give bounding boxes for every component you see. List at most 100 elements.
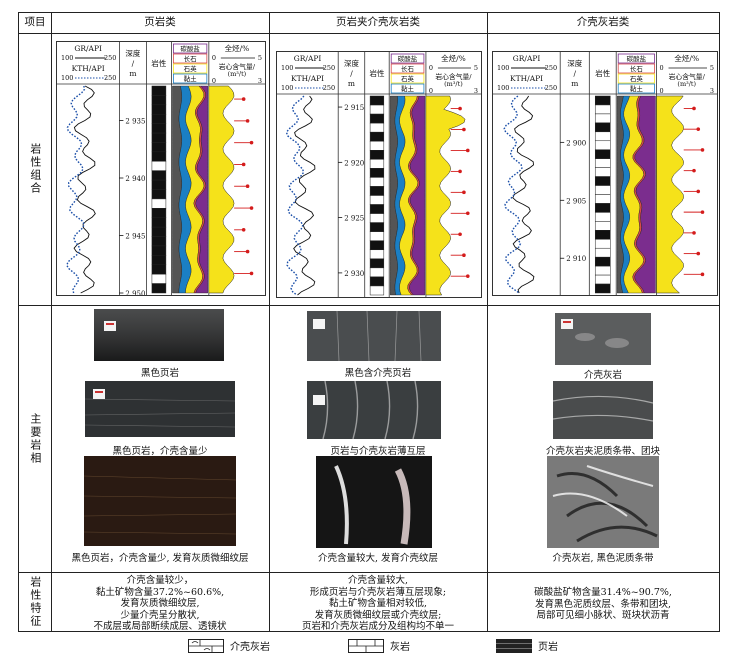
depth-label: / (573, 69, 576, 78)
core-min: 0 (429, 87, 433, 95)
lith-bed (594, 203, 611, 213)
depth-tick-label: 2 915 (344, 104, 364, 112)
lith-bed (151, 255, 167, 266)
gas-min: 0 (660, 64, 664, 72)
mineral-label: 黏土 (630, 84, 644, 93)
lith-bed (151, 85, 167, 96)
gas-label: 全烃/% (441, 53, 466, 63)
lith-bed (369, 168, 385, 178)
thin-section-c2 (316, 456, 432, 548)
gas-max: 5 (474, 64, 478, 72)
lith-bed (369, 131, 385, 142)
gas-min: 0 (429, 64, 433, 72)
depth-tick-label: 2 945 (125, 233, 145, 241)
depth-tick-label: 2 920 (344, 159, 364, 167)
lith-bed (369, 159, 385, 169)
mineral-area-carbonate (634, 95, 656, 294)
lith-bed (369, 113, 385, 124)
lith-bed (151, 245, 167, 256)
gas-area (425, 95, 466, 296)
core-photo-interbed (307, 381, 441, 439)
core-gas-point (465, 211, 470, 216)
core-unit: (m³/t) (677, 80, 696, 88)
shale-pattern-icon (496, 638, 532, 653)
lith-bed (151, 113, 167, 124)
lith-bed (594, 256, 611, 267)
core-gas-point (249, 140, 254, 145)
thin-section-c1 (84, 456, 236, 546)
lith-bed (369, 240, 385, 251)
legend-label: 介壳灰岩 (230, 642, 270, 653)
gas-label: 全烃/% (674, 53, 699, 63)
gr-max: 250 (545, 64, 557, 72)
kth-min: 100 (281, 84, 293, 92)
kth-max: 250 (323, 84, 335, 92)
mineral-legend-box (173, 73, 208, 84)
legend-label: 页岩 (538, 642, 558, 653)
gr-label: GR/API (513, 54, 541, 63)
row-main-lithofacies: 主要岩相 (28, 412, 42, 465)
core-gas-point (462, 253, 466, 257)
core-min: 0 (660, 87, 664, 95)
lith-bed (594, 113, 611, 124)
depth-label: 深度 (567, 58, 582, 68)
lith-bed (369, 150, 385, 160)
mineral-label: 石英 (401, 74, 415, 83)
mineral-label: 碳酸盐 (627, 54, 647, 63)
lith-bed (151, 264, 167, 275)
gr-curve (512, 95, 535, 294)
mineral-label: 黏土 (401, 84, 415, 93)
feature-line: 介壳含量较少， (126, 575, 194, 586)
core-gas-point (458, 106, 462, 111)
core-photo-shell-limestone (555, 313, 651, 365)
limestone-pattern-icon (348, 638, 384, 653)
row-lithology-features: 岩性特征 (28, 576, 42, 628)
caption-c1-3: 黑色页岩，介壳含量少, 发育灰质微细纹层 (71, 553, 249, 564)
core-gas-point (241, 97, 246, 101)
legend-shell-limestone: 介壳灰岩 (188, 638, 270, 653)
gr-min: 100 (61, 54, 73, 62)
lith-bed (594, 95, 611, 106)
depth-unit: m (348, 79, 355, 88)
lith-bed (369, 195, 385, 205)
lith-bed (151, 217, 167, 228)
lith-bed (369, 231, 385, 241)
caption-c2-2: 页岩与介壳灰岩薄互层 (330, 446, 426, 457)
header-shale-limestone: 页岩夹介壳灰岩类 (336, 16, 420, 29)
feature-line: 碳酸盐矿物含量31.4%~90.7%, (534, 587, 672, 598)
lith-bed (151, 189, 167, 200)
core-gas-point (462, 127, 466, 132)
caption-c2-1: 黑色含介壳页岩 (344, 368, 412, 379)
core-unit: (m³/t) (228, 70, 247, 78)
core-gas-point (245, 119, 250, 123)
lith-bed (594, 140, 611, 150)
feature-line: 发育黑色泥质纹层、条带和团块, (534, 598, 672, 610)
gr-label: GR/API (74, 44, 102, 53)
gr-min: 100 (281, 64, 293, 72)
legend-shale: 页岩 (496, 638, 558, 653)
lith-bed (369, 122, 385, 133)
gas-max: 5 (710, 64, 714, 72)
gas-min: 0 (212, 54, 216, 62)
legend-limestone: 灰岩 (348, 638, 410, 653)
mineral-legend-box (390, 83, 425, 94)
lith-bed (369, 267, 385, 278)
mineral-legend-box (173, 53, 208, 64)
kth-label: KTH/API (291, 74, 324, 83)
lith-bed (151, 161, 167, 171)
depth-unit: m (571, 79, 578, 88)
lith-bed (369, 276, 385, 287)
mineral-legend-box (173, 43, 208, 54)
lith-bed (594, 131, 611, 142)
core-photo-shelly-shale (307, 311, 441, 361)
mineral-legend-box (617, 63, 655, 74)
caption-c3-2: 介壳灰岩夹泥质条带、团块 (545, 446, 660, 457)
caption-c1-2: 黑色页岩，介壳含量少 (112, 446, 208, 457)
header-limestone: 介壳灰岩类 (576, 16, 630, 29)
lith-bed (151, 273, 167, 284)
feature-line: 局部可见细小脉状、斑块状沥青 (536, 610, 670, 622)
lith-bed (594, 283, 611, 294)
